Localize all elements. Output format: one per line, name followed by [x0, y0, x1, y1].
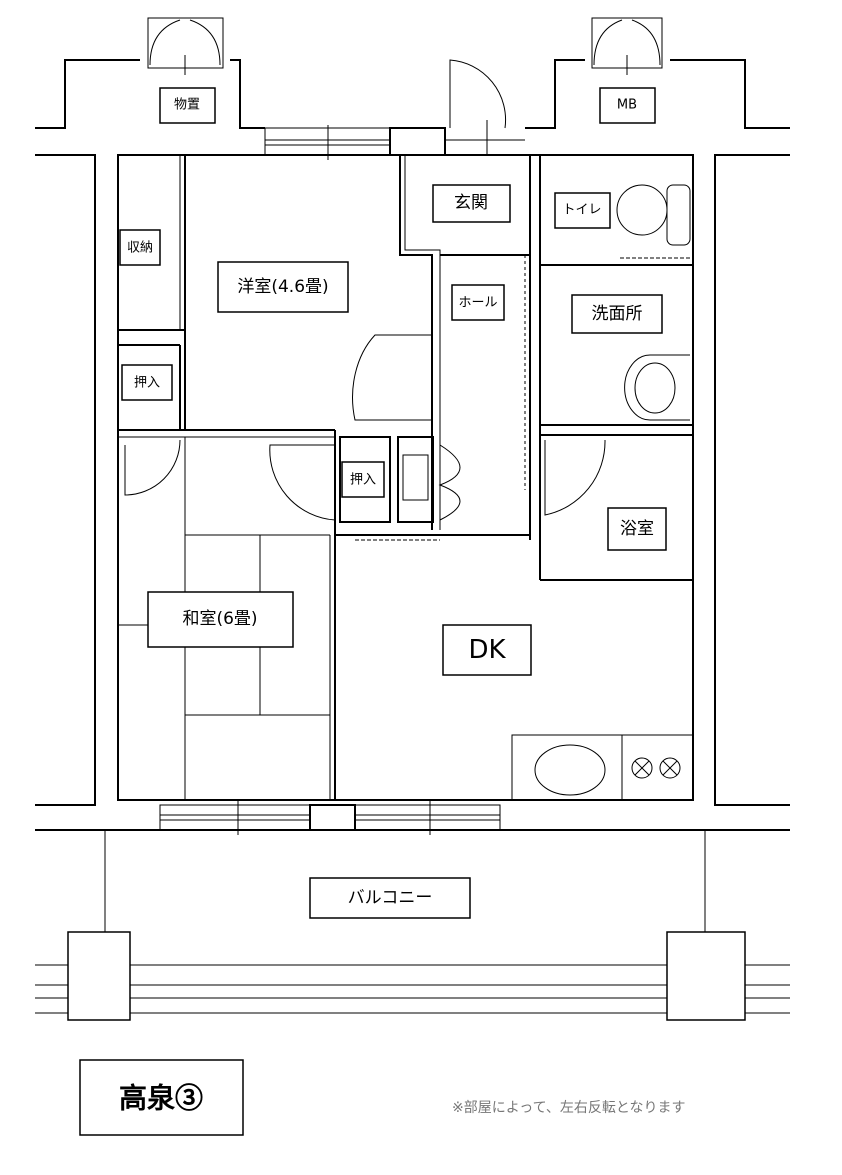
- balcony: [35, 830, 790, 1021]
- toilet-fixture: [616, 184, 691, 246]
- plan-name: 高泉③: [119, 1082, 203, 1115]
- meter-box: MB: [591, 17, 663, 124]
- exterior-walls: [35, 59, 790, 835]
- dk-label: DK: [468, 635, 506, 665]
- storage-label: 収納: [127, 241, 153, 256]
- washroom-label: 洗面所: [592, 304, 643, 324]
- entrance-label: 玄関: [454, 193, 488, 213]
- kitchen-counter: [511, 734, 694, 801]
- meter-box-label: MB: [617, 98, 637, 113]
- balcony-label: バルコニー: [348, 888, 433, 908]
- western-room-label: 洋室(4.6畳): [237, 277, 328, 297]
- hall-label: ホール: [458, 296, 497, 311]
- interior-walls: [117, 155, 693, 800]
- storage-outside-label: 物置: [174, 98, 200, 113]
- japanese-room-label: 和室(6畳): [182, 609, 257, 629]
- doors: [124, 334, 606, 521]
- bathroom-label: 浴室: [620, 519, 654, 539]
- closet-left-label: 押入: [134, 376, 160, 391]
- note-text: ※部屋によって、左右反転となります: [452, 1100, 686, 1116]
- outside-storage: 物置: [147, 17, 224, 124]
- closet-center-label: 押入: [350, 473, 376, 488]
- washbasin-fixture: [624, 354, 690, 421]
- toilet-label: トイレ: [562, 203, 601, 218]
